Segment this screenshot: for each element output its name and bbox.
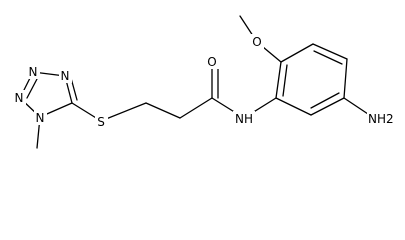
bond-ring-a1-a2-double — [282, 64, 288, 97]
bond-ch2-carbonyl — [179, 97, 213, 119]
atom-nh2: NH2 — [368, 112, 394, 126]
bond-ring-a3-a4-double — [313, 50, 343, 65]
bond-ring-a6-a1 — [275, 97, 312, 116]
bond-s-ch2 — [100, 102, 147, 122]
bond-ring-a5-a6 — [310, 97, 345, 116]
atom-s: S — [97, 115, 105, 129]
molecule-structure: N N N N S O O NH NH2 — [13, 15, 401, 149]
molecule-canvas: N N N N S O O NH NH2 — [13, 15, 401, 149]
bond-ring-a1-a2 — [275, 61, 282, 99]
bond-ring-a4-a5 — [343, 58, 348, 99]
atom-n2: N — [15, 91, 24, 105]
atom-labels: N N N N S O O NH NH2 — [13, 34, 401, 129]
atom-o-carbonyl: O — [207, 55, 216, 69]
bond-ring-a2-a3 — [280, 43, 314, 63]
atom-n4: N — [61, 69, 70, 83]
atom-o-methoxy: O — [252, 35, 261, 49]
atom-n1: N — [36, 111, 45, 125]
bonds — [19, 15, 375, 149]
bond-ring-a5-a6-double — [310, 92, 340, 109]
bond-ring-a3-a4 — [312, 43, 348, 60]
bond-n3-n2-double — [26, 78, 38, 99]
bond-ch2-ch2 — [145, 102, 181, 119]
atom-nh-amide: NH — [235, 112, 253, 126]
atom-n3: N — [29, 65, 38, 79]
